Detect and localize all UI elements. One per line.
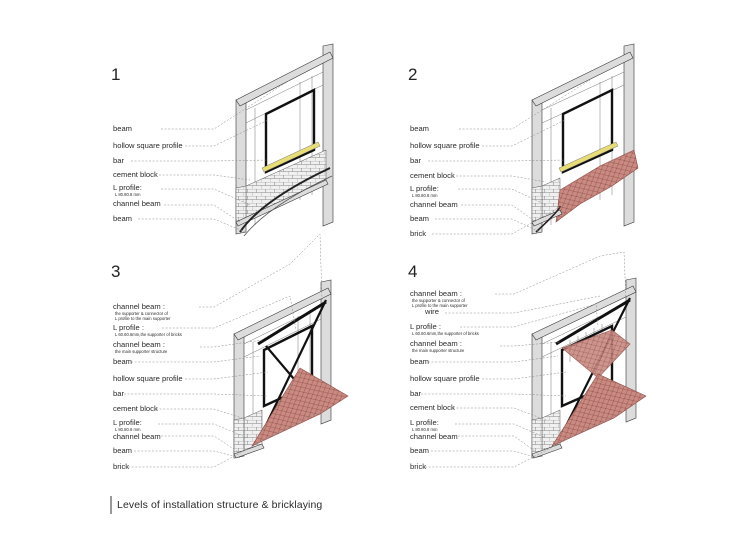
label-channel-beam: channel beam — [113, 199, 161, 208]
label-l-profile: L profile: — [113, 183, 142, 192]
label-beam: beam — [410, 357, 429, 366]
label-beam: beam — [113, 357, 132, 366]
panel-4-leaders — [421, 251, 627, 468]
panel-1: 1 — [111, 43, 334, 237]
label-channel-beam-main-desc: the main supporter structure — [115, 349, 168, 354]
label-hollow-square-profile: hollow square profile — [113, 374, 183, 383]
panel-4-upper-brick — [561, 329, 631, 379]
panel-2-labels: beam hollow square profile bar cement bl… — [410, 124, 480, 238]
label-channel-beam: channel beam : — [113, 302, 165, 311]
label-bar: bar — [113, 156, 124, 165]
panel-2-leaders — [428, 79, 591, 235]
caption: Levels of installation structure & brick… — [110, 496, 322, 514]
label-beam: beam — [410, 214, 429, 223]
label-channel-beam-main-desc: the main supporter structure — [412, 348, 465, 353]
panel-2: 2 beam hollow square — [408, 43, 639, 238]
label-l-profile-80-spec: L 80.80.8 mm — [412, 427, 438, 432]
panel-2-drawing — [531, 43, 639, 235]
label-beam: beam — [410, 124, 429, 133]
label-hollow-square-profile: hollow square profile — [410, 374, 480, 383]
label-l-profile-80: L profile: — [410, 418, 439, 427]
caption-text: Levels of installation structure & brick… — [117, 499, 322, 511]
panel-4-labels: channel beam : the supporter & connector… — [410, 289, 480, 471]
panel-4-number: 4 — [408, 262, 417, 281]
label-cement-block: cement block — [410, 403, 455, 412]
panel-1-labels: beam hollow square profile bar cement bl… — [113, 124, 183, 223]
panel-1-number: 1 — [111, 65, 120, 84]
label-beam-lower: beam — [113, 446, 132, 455]
label-beam: beam — [113, 214, 132, 223]
label-l-profile: L profile : — [410, 322, 441, 331]
label-l-profile: L profile: — [410, 184, 439, 193]
panel-3: 3 — [111, 233, 349, 471]
panel-3-brick-skin — [251, 367, 349, 447]
panel-4-lower-brick — [551, 373, 647, 447]
label-beam: beam — [113, 124, 132, 133]
label-bar: bar — [113, 389, 124, 398]
label-l-profile: L profile : — [113, 323, 144, 332]
label-channel-beam-desc: the supporter & connector of — [412, 298, 466, 303]
label-l-profile-80: L profile: — [113, 418, 142, 427]
label-bar: bar — [410, 156, 421, 165]
label-wire: wire — [424, 307, 439, 316]
label-l-profile-80-spec: L 80.80.8 mm — [115, 427, 141, 432]
label-channel-beam-desc-2: L profile to the main supporter — [115, 316, 171, 321]
label-channel-beam-lower: channel beam — [410, 432, 458, 441]
label-cement-block: cement block — [113, 404, 158, 413]
label-brick: brick — [410, 229, 426, 238]
panel-3-leaders — [124, 233, 323, 468]
panel-2-brick-skin — [555, 149, 639, 223]
panel-1-leaders — [131, 79, 291, 233]
label-channel-beam: channel beam — [410, 200, 458, 209]
label-channel-beam-main: channel beam : — [410, 339, 462, 348]
label-l-profile-spec: L 80.80.8 mm — [412, 193, 438, 198]
label-brick: brick — [113, 462, 129, 471]
label-channel-beam: channel beam : — [410, 289, 462, 298]
label-hollow-square-profile: hollow square profile — [113, 141, 183, 150]
panel-4: 4 — [408, 251, 647, 471]
label-bar: bar — [410, 389, 421, 398]
label-channel-beam-lower: channel beam — [113, 432, 161, 441]
label-hollow-square-profile: hollow square profile — [410, 141, 480, 150]
label-l-profile-spec: L 80.80.8 mm — [115, 192, 141, 197]
label-beam-lower: beam — [410, 446, 429, 455]
label-brick: brick — [410, 462, 426, 471]
panel-4-drawing — [531, 277, 647, 459]
label-cement-block: cement block — [410, 171, 455, 180]
label-l-profile-desc: L 60.60.6mm,the supporter of bricks — [412, 331, 479, 336]
panel-3-labels: channel beam : the supporter & connector… — [113, 302, 183, 471]
label-cement-block: cement block — [113, 170, 158, 179]
label-channel-beam-desc-2: L profile to the main supporter — [412, 303, 468, 308]
panel-1-drawing — [235, 43, 334, 237]
label-channel-beam-main: channel beam : — [113, 340, 165, 349]
label-l-profile-desc: L 60.60.6mm,the supporter of bricks — [115, 332, 182, 337]
panel-3-drawing — [233, 279, 349, 459]
panel-2-number: 2 — [408, 65, 417, 84]
label-channel-beam-desc: the supporter & connector of — [115, 311, 169, 316]
panel-3-number: 3 — [111, 262, 120, 281]
